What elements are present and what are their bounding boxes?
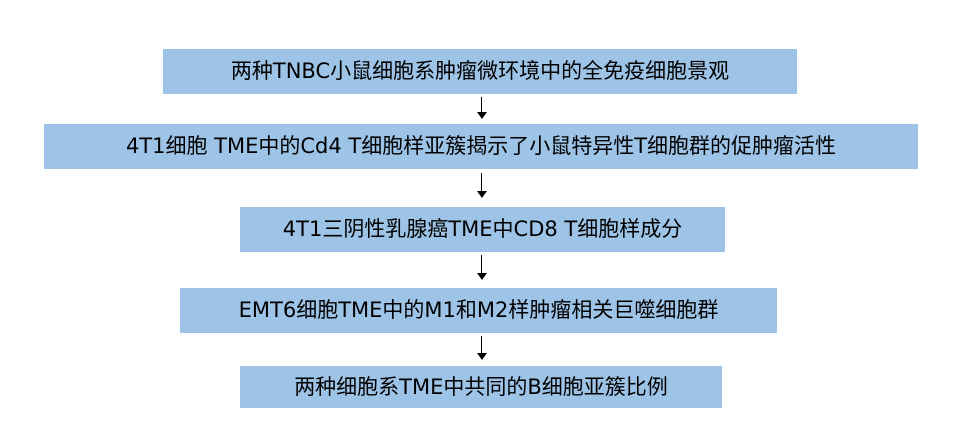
flow-step-5: 两种细胞系TME中共同的B细胞亚簇比例 [240, 366, 722, 408]
flow-step-3-text: 4T1三阴性乳腺癌TME中CD8 T细胞样成分 [282, 217, 683, 241]
flow-step-5-text: 两种细胞系TME中共同的B细胞亚簇比例 [294, 374, 668, 399]
arrow-head [477, 191, 487, 198]
flow-step-3: 4T1三阴性乳腺癌TME中CD8 T细胞样成分 [240, 207, 725, 252]
flow-step-1: 两种TNBC小鼠细胞系肿瘤微环境中的全免疫细胞景观 [163, 49, 797, 94]
flow-step-4: EMT6细胞TME中的M1和M2样肿瘤相关巨噬细胞群 [180, 288, 777, 333]
flow-step-4-text: EMT6细胞TME中的M1和M2样肿瘤相关巨噬细胞群 [238, 298, 719, 322]
flow-step-2-text: 4T1细胞 TME中的Cd4 T细胞样亚簇揭示了小鼠特异性T细胞群的促肿瘤活性 [125, 134, 837, 158]
arrow-shaft [481, 336, 483, 354]
down-arrow-1 [477, 97, 487, 119]
arrow-shaft [481, 255, 483, 274]
down-arrow-2 [477, 173, 487, 198]
arrow-head [477, 112, 487, 119]
arrow-head [477, 353, 487, 360]
down-arrow-3 [477, 255, 487, 280]
flow-step-1-text: 两种TNBC小鼠细胞系肿瘤微环境中的全免疫细胞景观 [230, 59, 730, 83]
flow-step-2: 4T1细胞 TME中的Cd4 T细胞样亚簇揭示了小鼠特异性T细胞群的促肿瘤活性 [44, 124, 918, 169]
arrow-shaft [481, 173, 483, 192]
down-arrow-4 [477, 336, 487, 360]
arrow-shaft [481, 97, 483, 113]
arrow-head [477, 273, 487, 280]
